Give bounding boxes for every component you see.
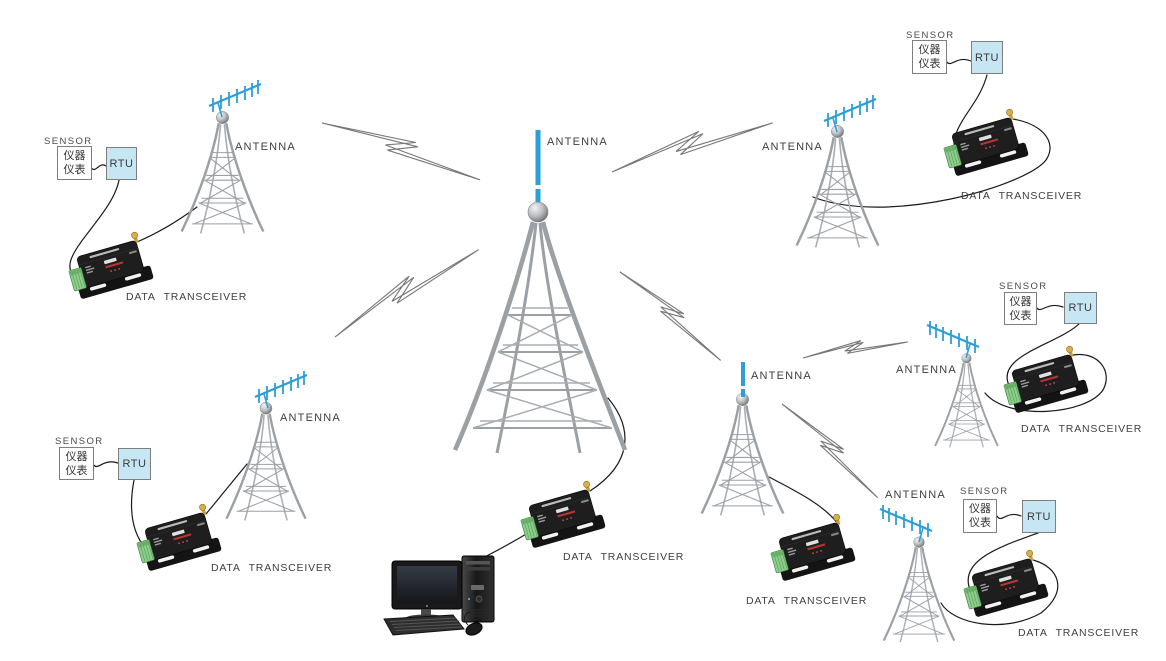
wire-sensor-rtu-tl [90, 164, 107, 171]
antenna-label-top-left: ANTENNA [235, 141, 296, 153]
antenna-label-bottom-left: ANTENNA [280, 412, 341, 424]
transceiver-label-center: DATA TRANSCEIVER [563, 551, 685, 563]
tower-bottom-right [882, 535, 956, 644]
bolt-topleft-center [320, 109, 486, 184]
wire-device-tower-tr [812, 118, 1051, 208]
device-bottom-middle [765, 512, 857, 583]
wire-sensor-rtu-tr [945, 58, 972, 65]
remote-towers [180, 78, 999, 644]
central-antenna-mast [452, 130, 628, 454]
monitor-screen [397, 566, 457, 603]
yagi-bottom-left [253, 369, 309, 410]
desktop-computer [383, 555, 495, 636]
instrument-box-top-right: 仪器 仪表 [912, 40, 947, 74]
wire-tower-device-center [589, 397, 626, 492]
sensor-label-middle-right: SENSOR [999, 281, 1048, 292]
transceiver-label-top-right: DATA TRANSCEIVER [961, 190, 1083, 202]
wire-rtu-device-bl [130, 479, 147, 550]
yagi-bottom-right [878, 503, 934, 544]
wire-device-tower-br [940, 559, 1059, 626]
rtu-box-top-left: RTU [106, 147, 137, 180]
wire-sensor-rtu-mr [1035, 304, 1064, 311]
wire-sensor-rtu-bl [92, 461, 119, 468]
rod-antenna-bottom-middle [741, 362, 745, 386]
transceiver-label-bottom-left: DATA TRANSCEIVER [211, 562, 333, 574]
instrument-box-middle-right: 仪器 仪表 [1004, 292, 1037, 325]
bolt-center-topright [607, 109, 775, 176]
transceiver-label-top-left: DATA TRANSCEIVER [126, 291, 248, 303]
sensor-label-top-right: SENSOR [906, 30, 955, 41]
transceiver-label-bottom-right: DATA TRANSCEIVER [1018, 627, 1140, 639]
antenna-label-center: ANTENNA [547, 136, 608, 148]
bolt-center-bottommiddle [617, 263, 729, 363]
rtu-box-bottom-right: RTU [1022, 500, 1056, 533]
wire-device-tower-tl [136, 206, 198, 243]
rtu-box-middle-right: RTU [1064, 292, 1097, 324]
bolt-bottomleft-center [327, 237, 481, 341]
antenna-label-bottom-right: ANTENNA [885, 489, 946, 501]
instrument-box-bottom-right: 仪器 仪表 [963, 499, 997, 533]
device-top-right [938, 107, 1030, 178]
bolt-bottommiddle-middleright [801, 333, 909, 361]
antenna-label-bottom-middle: ANTENNA [751, 370, 812, 382]
wire-rtu-device-tl [69, 179, 120, 278]
yagi-top-right [822, 93, 878, 134]
wire-device-tower-bl [205, 463, 248, 515]
tower-bottom-middle [700, 392, 785, 517]
device-bottom-right [958, 548, 1050, 619]
wire-tower-device-bm [768, 476, 839, 525]
mast-sphere [527, 201, 549, 223]
antenna-label-middle-right: ANTENNA [896, 364, 957, 376]
wire-rtu-device-mr [1006, 322, 1081, 390]
tower-top-left [180, 110, 265, 235]
yagi-top-left [207, 78, 263, 119]
wire-device-tower-mr [984, 353, 1107, 413]
bolt-bottommiddle-bottomright [779, 395, 886, 501]
device-bottom-left [131, 502, 223, 573]
wireless-link-bolts [320, 109, 909, 501]
rod-antenna [535, 130, 541, 185]
sensor-label-bottom-right: SENSOR [960, 486, 1009, 497]
antenna-label-top-right: ANTENNA [762, 141, 823, 153]
transceiver-label-middle-right: DATA TRANSCEIVER [1021, 423, 1143, 435]
sensor-label-top-left: SENSOR [44, 136, 93, 147]
mouse [465, 622, 483, 636]
wire-rtu-device-br [967, 532, 1039, 595]
rtu-box-top-right: RTU [971, 41, 1003, 74]
wire-sensor-rtu-br [996, 513, 1022, 520]
instrument-line1: 仪器 [63, 149, 86, 162]
sensor-label-bottom-left: SENSOR [55, 436, 104, 447]
yagi-middle-right [925, 319, 981, 360]
instrument-box-bottom-left: 仪器 仪表 [59, 447, 94, 480]
instrument-line2: 仪表 [63, 163, 86, 176]
rtu-box-bottom-left: RTU [118, 448, 151, 480]
instrument-box-top-left: 仪器 仪表 [57, 146, 92, 180]
transceiver-label-bottom-middle: DATA TRANSCEIVER [746, 595, 868, 607]
